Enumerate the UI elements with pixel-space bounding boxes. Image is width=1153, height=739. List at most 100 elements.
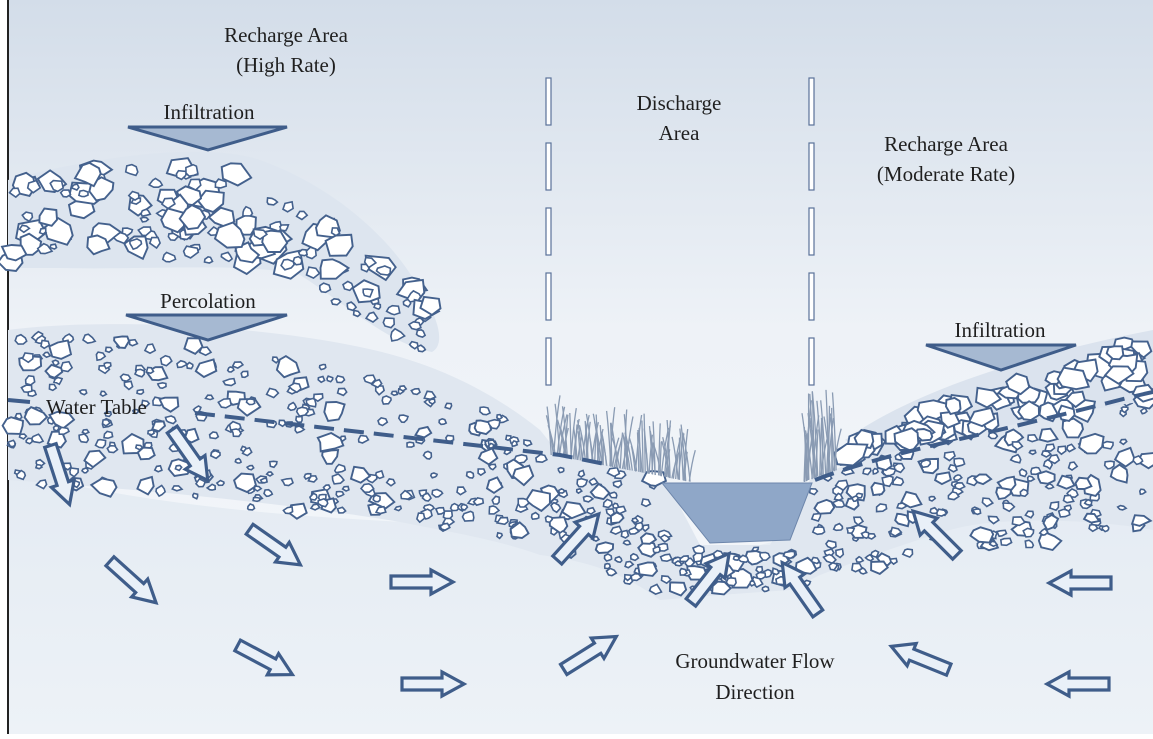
recharge-moderate-title: Recharge Area <box>884 132 1008 156</box>
rock <box>955 483 965 489</box>
rock <box>121 374 131 381</box>
rock <box>642 499 651 506</box>
rock <box>407 442 414 447</box>
rock <box>336 376 345 383</box>
rock <box>467 472 474 478</box>
rock <box>374 304 380 310</box>
rock <box>760 553 770 561</box>
rock <box>1031 467 1041 474</box>
rock <box>632 518 638 523</box>
rock <box>1045 444 1054 451</box>
rock <box>621 531 628 539</box>
rock <box>512 441 517 446</box>
infiltration-left-label: Infiltration <box>164 100 255 124</box>
rock <box>873 469 878 474</box>
rock <box>20 434 27 439</box>
rock <box>661 554 672 561</box>
rock <box>211 451 220 459</box>
rock <box>624 540 631 544</box>
recharge-moderate-subtitle: (Moderate Rate) <box>877 162 1015 186</box>
rock <box>296 417 302 423</box>
rock <box>596 542 613 553</box>
rock <box>327 376 333 382</box>
rock <box>615 557 622 563</box>
rock <box>762 586 768 591</box>
rock <box>750 581 755 586</box>
rock <box>946 398 961 414</box>
rock <box>1102 526 1109 532</box>
rock <box>82 430 88 434</box>
rock <box>1105 461 1114 469</box>
rock <box>373 495 380 502</box>
rock <box>577 479 587 487</box>
rock <box>338 389 347 396</box>
rock <box>248 504 255 510</box>
rock <box>954 475 962 480</box>
rock <box>847 528 854 533</box>
rock <box>638 562 657 576</box>
rock <box>148 430 154 435</box>
rock <box>436 508 445 515</box>
rock <box>1023 528 1033 537</box>
rock <box>267 472 273 476</box>
rock <box>629 528 639 534</box>
recharge-high-title: Recharge Area <box>224 23 348 47</box>
rock <box>587 508 595 514</box>
rock <box>137 390 144 394</box>
rock <box>391 391 397 395</box>
rock <box>752 547 758 551</box>
rock <box>261 478 268 483</box>
rock <box>96 440 106 448</box>
rock <box>395 506 401 510</box>
rock <box>409 322 421 330</box>
rock <box>253 498 260 502</box>
discharge-boundary-right <box>809 78 814 385</box>
rock <box>293 257 301 265</box>
rock <box>813 527 825 534</box>
rock <box>215 179 226 188</box>
rock <box>937 509 947 516</box>
rock <box>680 569 687 576</box>
rock <box>653 547 660 553</box>
rock <box>1103 442 1113 449</box>
rock <box>187 363 193 369</box>
rock <box>1020 469 1027 476</box>
groundwater-flow-title: Groundwater Flow <box>675 649 835 673</box>
rock <box>26 376 35 385</box>
rock <box>891 559 897 565</box>
rock <box>856 493 862 498</box>
rock <box>320 283 331 292</box>
rock <box>1050 502 1059 510</box>
rock <box>400 386 406 391</box>
rock <box>546 516 553 522</box>
rock <box>141 217 149 222</box>
rock <box>559 489 565 493</box>
rock <box>299 250 307 256</box>
rock <box>463 511 474 521</box>
rock <box>343 281 353 290</box>
rock <box>40 228 46 234</box>
rock <box>232 429 242 436</box>
rock <box>439 419 446 425</box>
rock <box>361 484 374 492</box>
rock <box>138 448 155 460</box>
rock <box>577 489 582 493</box>
discharge-boundary-left <box>546 78 551 385</box>
rock <box>383 318 394 328</box>
rock <box>497 415 502 420</box>
rock <box>605 564 611 569</box>
rock <box>1001 538 1012 545</box>
rock <box>836 549 843 558</box>
rock <box>489 464 496 469</box>
rock <box>155 466 162 472</box>
rock <box>61 190 71 197</box>
rock <box>283 202 293 212</box>
rock <box>605 554 612 561</box>
rock <box>320 365 326 370</box>
rock <box>532 513 539 520</box>
rock <box>877 504 887 512</box>
rock <box>1079 434 1103 454</box>
rock <box>318 377 324 383</box>
rock <box>193 493 198 498</box>
rock <box>734 556 740 560</box>
